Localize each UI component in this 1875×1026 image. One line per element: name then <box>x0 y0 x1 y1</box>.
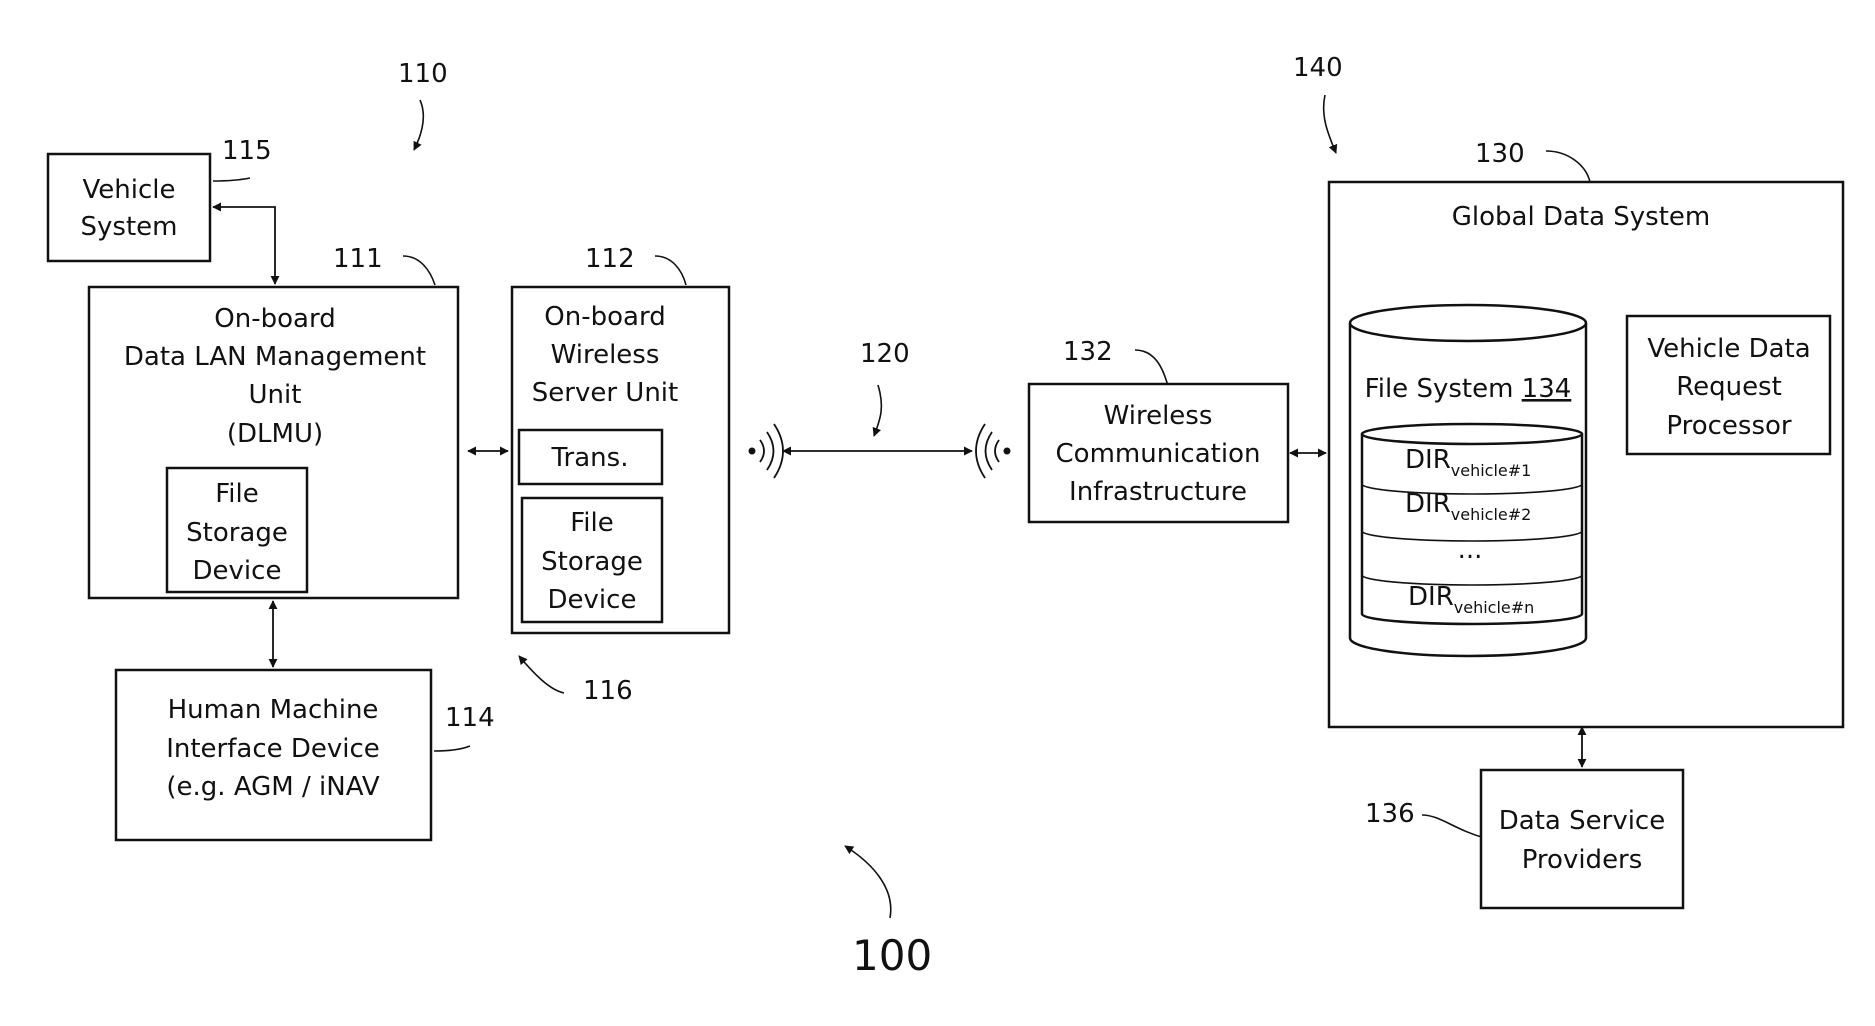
figure-number: 100 <box>852 931 932 980</box>
hmi-line-3: (e.g. AGM / iNAV <box>166 772 379 802</box>
ref-136: 136 <box>1365 799 1415 829</box>
data-service-line-2: Providers <box>1522 845 1643 875</box>
transceiver-label: Trans. <box>551 443 629 473</box>
server-file-storage-box: File Storage Device <box>522 498 662 622</box>
wireless-signal-icon-left <box>749 424 784 478</box>
vehicle-system-box: Vehicle System <box>48 154 210 261</box>
file-system-label: File System 134 <box>1365 374 1572 404</box>
server-storage-line-1: File <box>570 508 614 538</box>
directory-ellipsis: ... <box>1458 535 1483 565</box>
request-processor-line-2: Request <box>1676 372 1782 402</box>
directory-vehicle-n-base: DIR <box>1408 582 1454 612</box>
dlmu-line-4: (DLMU) <box>227 419 323 449</box>
wireless-server-line-1: On-board <box>544 302 665 332</box>
dlmu-line-1: On-board <box>214 304 335 334</box>
ref-140: 140 <box>1293 53 1343 83</box>
dlmu-storage-line-2: Storage <box>186 518 288 548</box>
dlmu-file-storage-box: File Storage Device <box>167 468 307 592</box>
request-processor-box: Vehicle Data Request Processor <box>1627 316 1830 454</box>
vehicle-system-line-1: Vehicle <box>83 175 176 205</box>
file-system-number: 134 <box>1522 374 1572 404</box>
data-service-line-1: Data Service <box>1499 806 1665 836</box>
ref-115: 115 <box>222 136 272 166</box>
directory-vehicle-2-sub: vehicle#2 <box>1451 505 1532 524</box>
server-storage-line-2: Storage <box>541 547 643 577</box>
directory-stack: DIRvehicle#1 DIRvehicle#2 ... DIRvehicle… <box>1362 424 1582 624</box>
directory-vehicle-n-sub: vehicle#n <box>1454 598 1535 617</box>
wireless-infra-line-3: Infrastructure <box>1069 477 1247 507</box>
wireless-signal-icon-right <box>976 424 1011 478</box>
dlmu-storage-line-1: File <box>215 479 259 509</box>
ref-114: 114 <box>445 703 495 733</box>
dlmu-storage-line-3: Device <box>193 556 282 586</box>
directory-vehicle-2-base: DIR <box>1405 489 1451 519</box>
ref-120: 120 <box>860 339 910 369</box>
ref-116: 116 <box>583 676 633 706</box>
wireless-server-line-2: Wireless <box>551 340 660 370</box>
dlmu-line-3: Unit <box>249 380 302 410</box>
ref-132: 132 <box>1063 337 1113 367</box>
directory-vehicle-1-base: DIR <box>1405 445 1451 475</box>
request-processor-line-3: Processor <box>1666 411 1792 441</box>
wireless-infra-line-2: Communication <box>1056 439 1261 469</box>
vehicle-system-line-2: System <box>81 212 178 242</box>
wireless-infrastructure-box: Wireless Communication Infrastructure <box>1029 384 1288 522</box>
wireless-server-line-3: Server Unit <box>532 378 678 408</box>
request-processor-line-1: Vehicle Data <box>1647 334 1810 364</box>
dlmu-line-2: Data LAN Management <box>124 342 426 372</box>
global-data-system-title: Global Data System <box>1452 202 1711 232</box>
ref-112: 112 <box>585 244 635 274</box>
ref-130: 130 <box>1475 139 1525 169</box>
hmi-box: Human Machine Interface Device (e.g. AGM… <box>116 670 431 840</box>
ref-110: 110 <box>398 59 448 89</box>
data-service-providers-box: Data Service Providers <box>1481 770 1683 908</box>
hmi-line-1: Human Machine <box>168 695 379 725</box>
hmi-line-2: Interface Device <box>166 734 380 764</box>
directory-vehicle-1-sub: vehicle#1 <box>1451 461 1532 480</box>
wireless-infra-line-1: Wireless <box>1104 401 1213 431</box>
ref-111: 111 <box>333 244 383 274</box>
server-storage-line-3: Device <box>548 585 637 615</box>
transceiver-box: Trans. <box>519 430 662 484</box>
file-system-text: File System <box>1365 374 1522 404</box>
